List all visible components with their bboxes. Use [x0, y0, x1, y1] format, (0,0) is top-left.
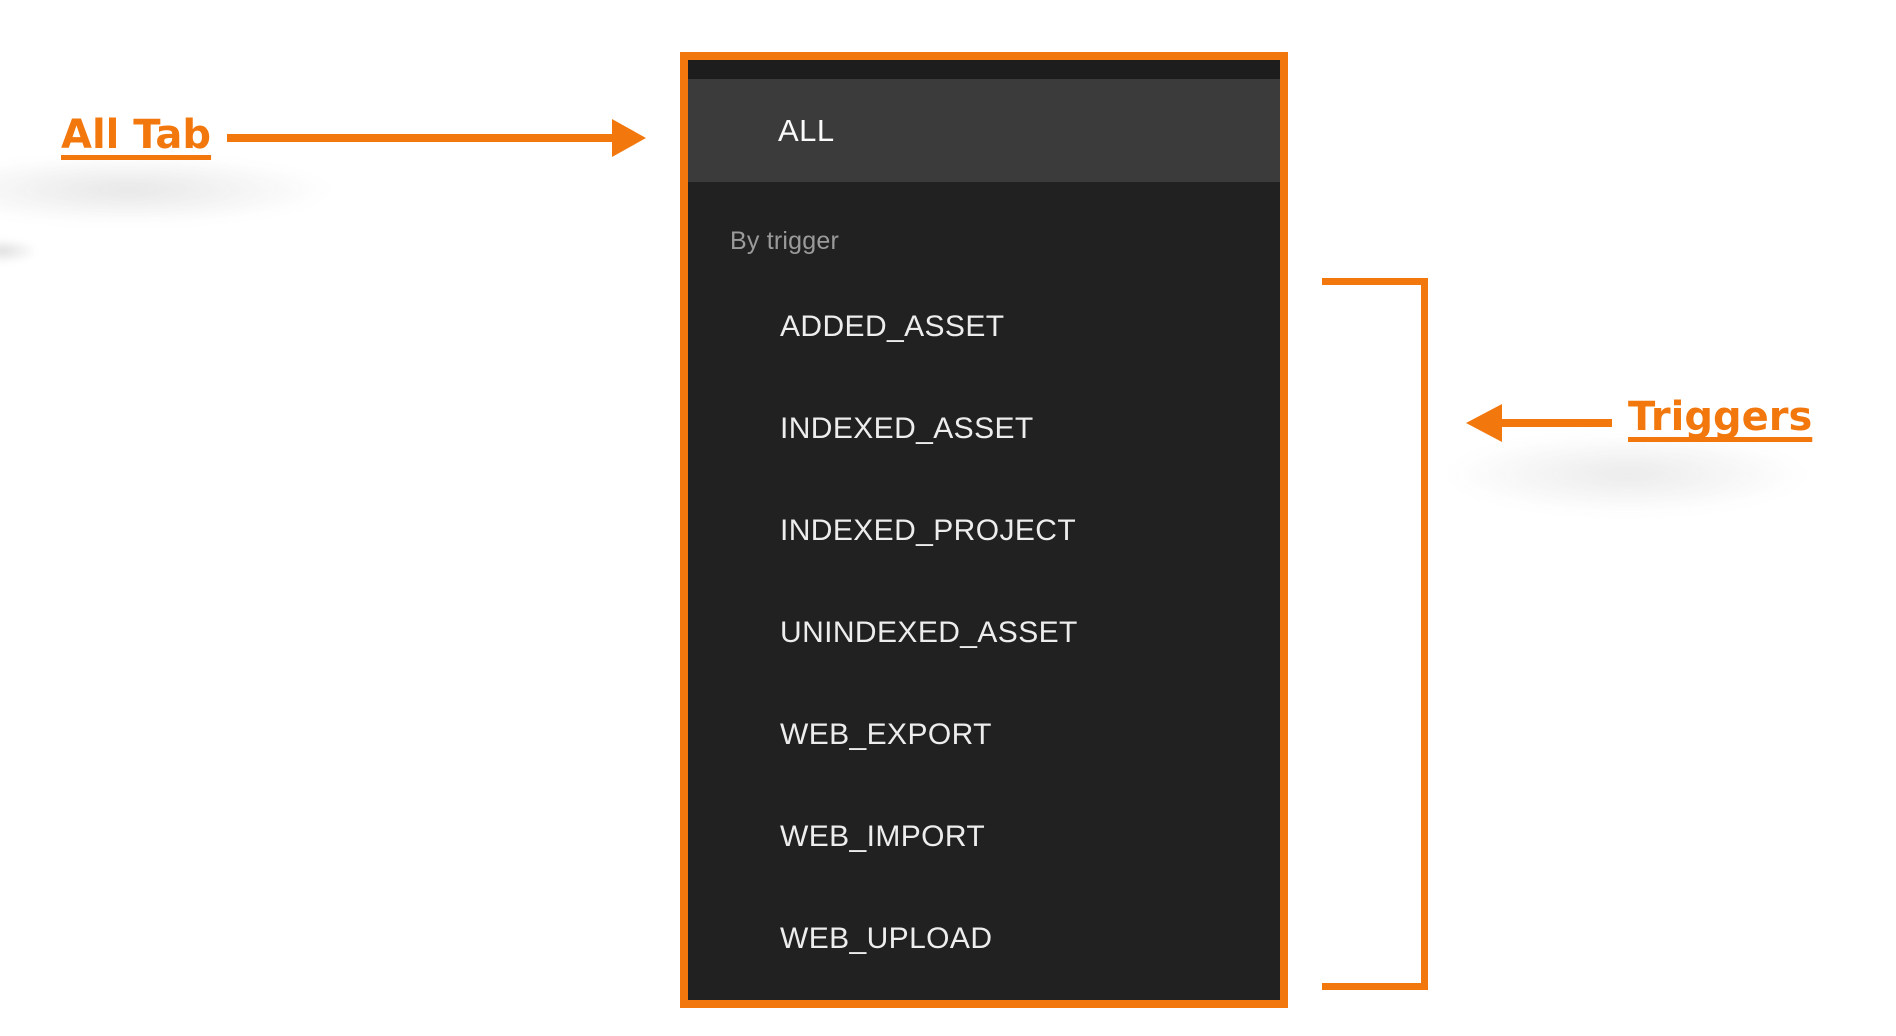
filter-dropdown-panel: ALL By trigger ADDED_ASSET INDEXED_ASSET I… [680, 52, 1288, 1008]
trigger-item-indexed_asset[interactable]: INDEXED_ASSET [780, 412, 1034, 445]
tab-all[interactable]: ALL [688, 79, 1280, 182]
trigger-item-web_import[interactable]: WEB_IMPORT [780, 820, 986, 853]
triggers-bracket-line [1421, 278, 1428, 990]
triggers-arrowhead-icon [1466, 404, 1502, 442]
triggers-bracket-bottom [1322, 983, 1428, 990]
trigger-items-list: ADDED_ASSET INDEXED_ASSET INDEXED_PROJECT U… [688, 276, 1280, 990]
trigger-item-indexed_project[interactable]: INDEXED_PROJECT [780, 514, 1077, 547]
triggers-bracket-top [1322, 278, 1428, 285]
trigger-item-unindexed_asset[interactable]: UNINDEXED_ASSET [780, 616, 1078, 649]
section-label-by-trigger: By trigger [730, 227, 839, 255]
panel-top-strip [688, 60, 1280, 79]
trigger-item-added_asset[interactable]: ADDED_ASSET [780, 310, 1005, 343]
shadow-blob [0, 150, 450, 245]
triggers-callout-label: Triggers [1628, 394, 1813, 440]
all-tab-callout-label: All Tab [61, 112, 212, 158]
trigger-item-web_upload[interactable]: WEB_UPLOAD [780, 922, 993, 955]
all-tab-arrow-line [227, 134, 613, 142]
shadow-blob [0, 236, 50, 266]
triggers-arrow-line [1500, 419, 1612, 427]
shadow-blob [1420, 430, 1880, 540]
trigger-item-web_export[interactable]: WEB_EXPORT [780, 718, 992, 751]
all-tab-arrowhead-icon [612, 119, 646, 157]
